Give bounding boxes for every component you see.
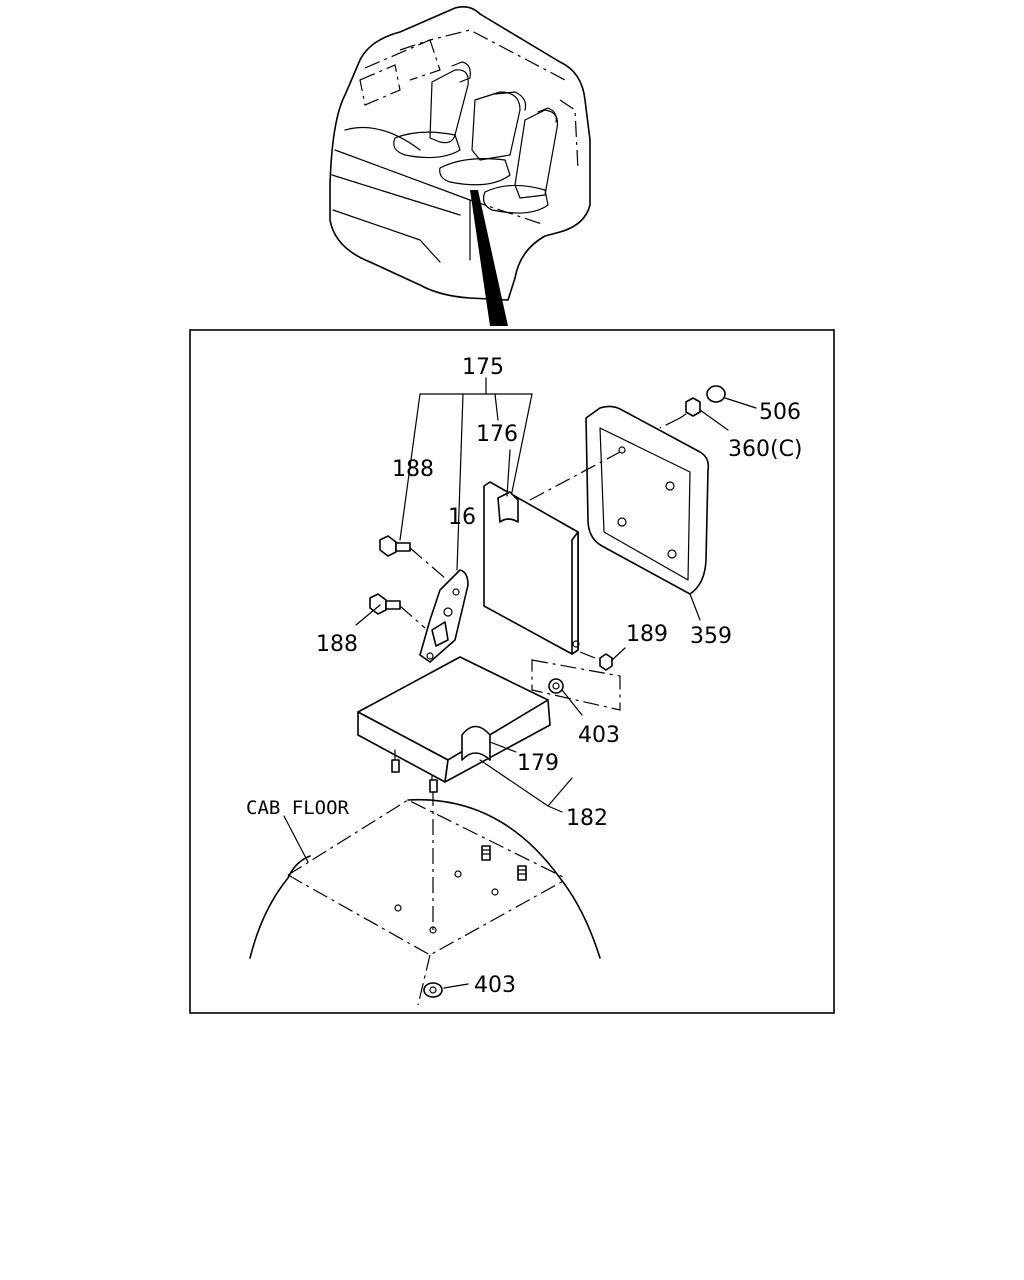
callout-506: 506 xyxy=(759,400,801,425)
cap-506 xyxy=(706,385,726,403)
callout-188-upper: 188 xyxy=(392,457,434,482)
callout-360c: 360(C) xyxy=(728,437,803,462)
floor-stud-a xyxy=(481,845,491,861)
leader-lines xyxy=(283,377,757,989)
bolt-188-lower xyxy=(369,593,426,629)
callout-403-upper: 403 xyxy=(578,723,620,748)
nut-189 xyxy=(579,651,613,671)
callout-403-lower: 403 xyxy=(474,973,516,998)
detail-frame xyxy=(189,329,835,1014)
mount-plate-outline xyxy=(531,659,621,711)
cab-floor-outline xyxy=(249,790,601,1006)
bolt-188-upper xyxy=(379,535,446,579)
seat-hinge-bracket xyxy=(419,569,469,663)
screw-360c xyxy=(679,397,701,419)
callout-175: 175 xyxy=(462,355,504,380)
callout-188-lower: 188 xyxy=(316,632,358,657)
callout-189: 189 xyxy=(626,622,668,647)
seat-cushion xyxy=(357,656,551,793)
nut-403-upper xyxy=(548,678,564,694)
callout-182: 182 xyxy=(566,806,608,831)
seat-backrest xyxy=(483,481,580,655)
cab-overview-illustration xyxy=(329,6,591,326)
callout-359: 359 xyxy=(690,624,732,649)
callout-16: 16 xyxy=(448,505,476,530)
callout-176: 176 xyxy=(476,422,518,447)
callout-cab-floor: CAB FLOOR xyxy=(246,797,350,819)
nut-403-lower xyxy=(423,982,443,998)
callout-179: 179 xyxy=(517,751,559,776)
back-cover-panel xyxy=(529,405,710,595)
floor-stud-b xyxy=(517,865,527,881)
